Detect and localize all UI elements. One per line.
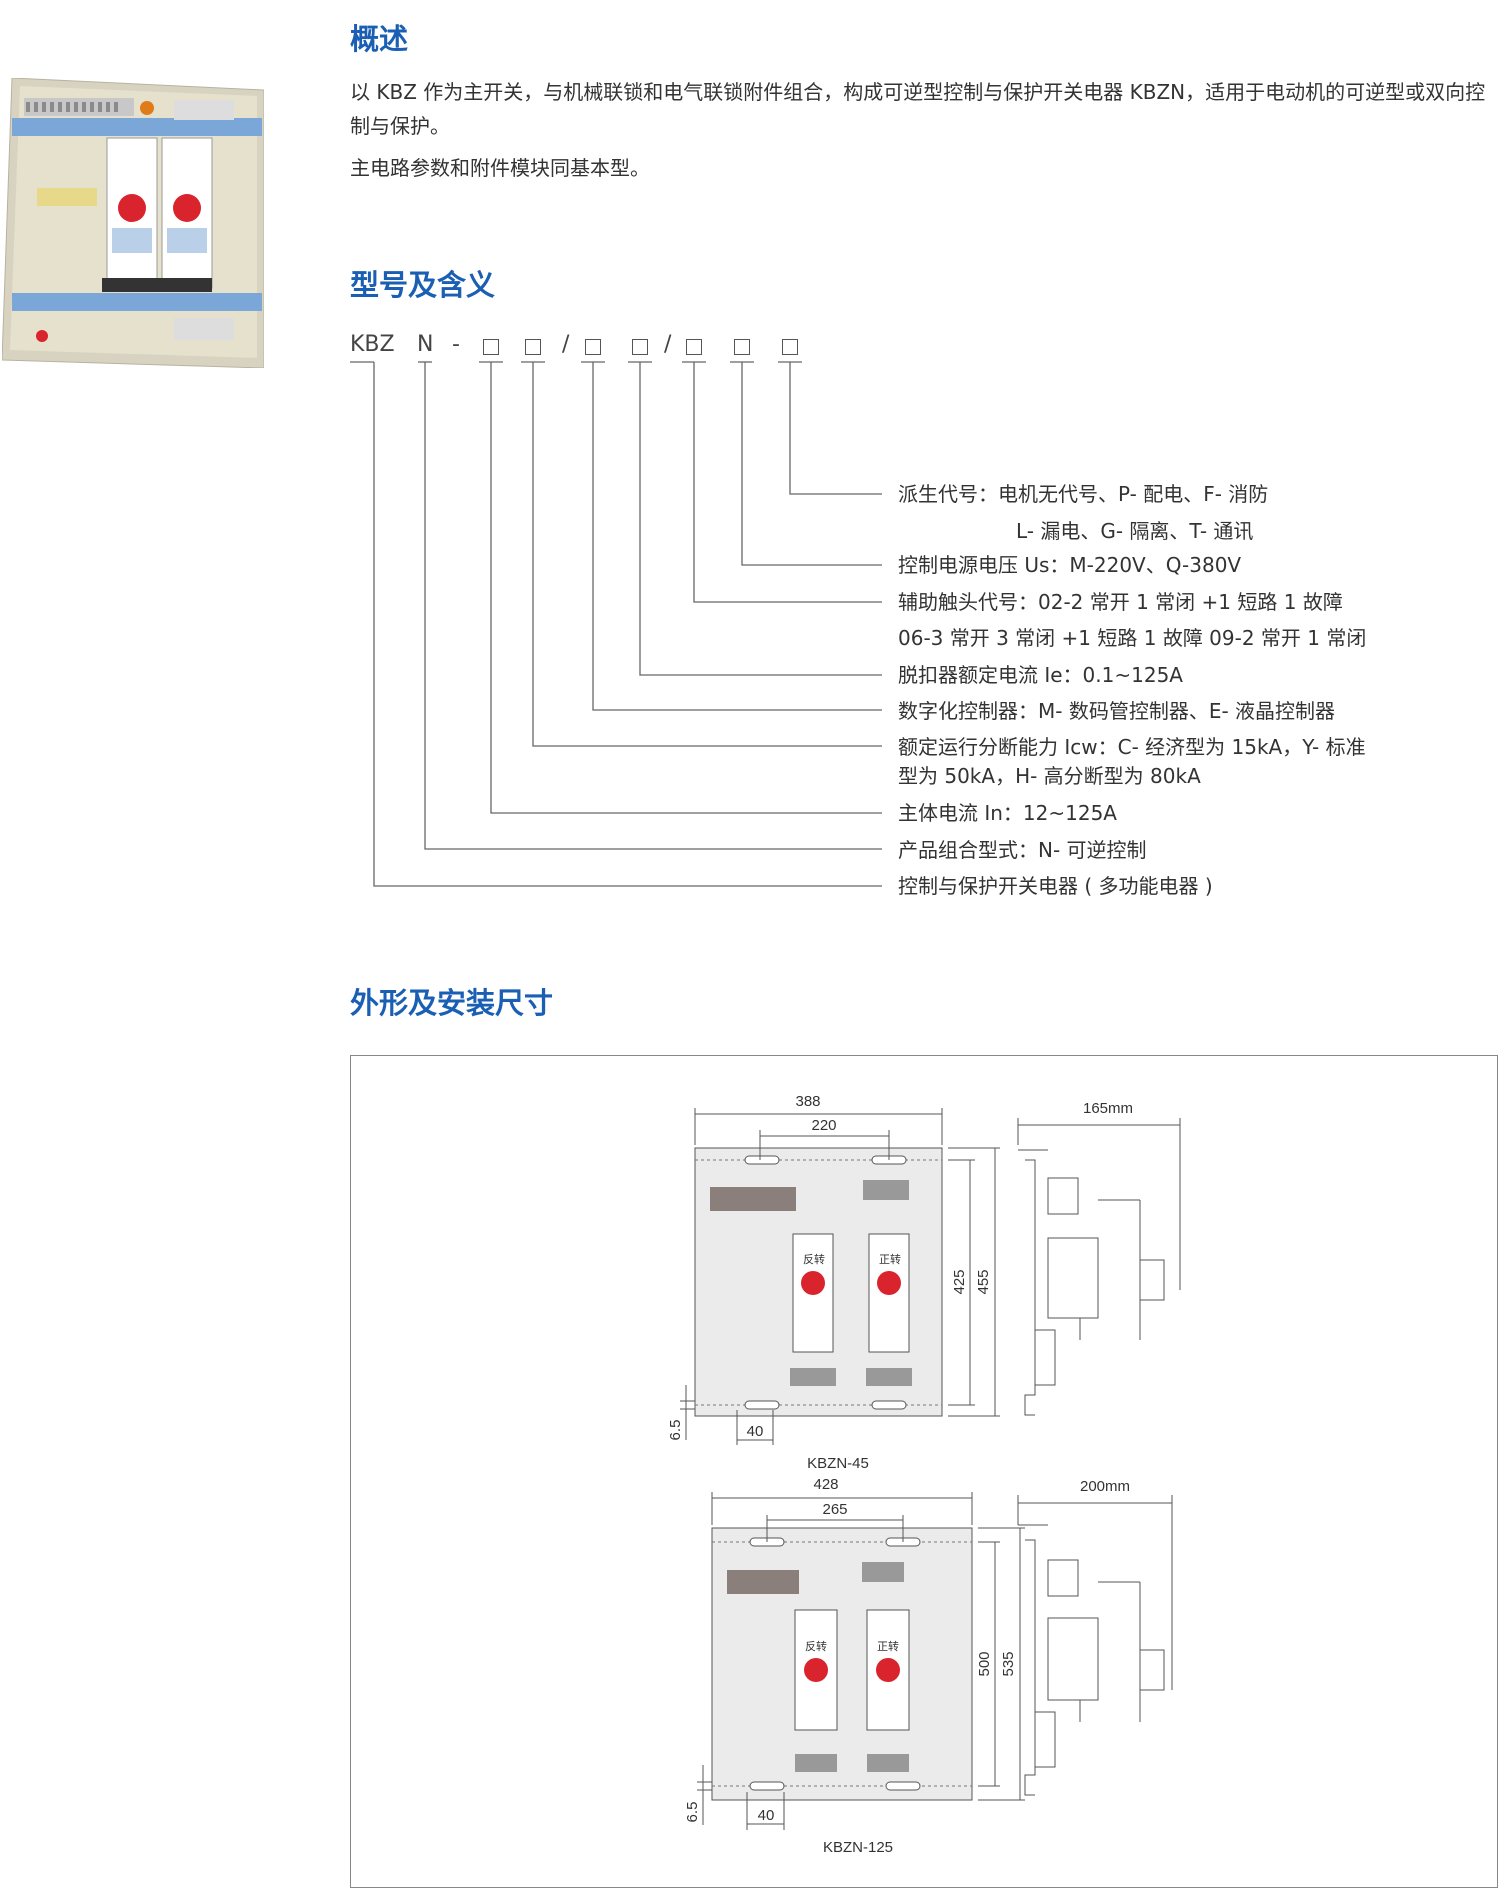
code-box-4 — [632, 339, 648, 355]
desc-combination-type: 产品组合型式：N- 可逆控制 — [898, 838, 1147, 862]
code-slash-1: / — [562, 332, 570, 357]
desc-main-current: 主体电流 In：12~125A — [898, 801, 1117, 825]
desc-derivative-2: L- 漏电、G- 隔离、T- 通讯 — [1016, 519, 1254, 543]
kbzn45-width-outer: 388 — [795, 1093, 820, 1110]
desc-derivative: 派生代号：电机无代号、P- 配电、F- 消防 — [898, 482, 1269, 506]
kbzn45-depth: 165mm — [1083, 1100, 1133, 1117]
kbzn45-forward-label: 正转 — [879, 1252, 901, 1266]
desc-aux-contact: 辅助触头代号：02-2 常开 1 常闭 +1 短路 1 故障 — [898, 590, 1343, 614]
product-photo — [2, 78, 264, 368]
kbzn45-bottom-offset: 40 — [747, 1423, 764, 1440]
dimensions-title: 外形及安装尺寸 — [350, 986, 554, 1020]
kbzn125-height-inner: 500 — [976, 1651, 993, 1676]
desc-product-type: 控制与保护开关电器 ( 多功能电器 ) — [898, 874, 1213, 898]
kbzn45-label: KBZN-45 — [807, 1455, 869, 1472]
code-n: N — [417, 332, 434, 357]
dimension-drawing-frame — [350, 1055, 1498, 1888]
code-slash-2: / — [664, 332, 672, 357]
overview-title: 概述 — [350, 22, 409, 56]
code-dash: - — [452, 332, 460, 357]
code-box-7 — [782, 339, 798, 355]
kbzn125-depth: 200mm — [1080, 1478, 1130, 1495]
kbzn45-side-view — [1017, 1118, 1181, 1416]
kbzn125-label: KBZN-125 — [823, 1839, 893, 1856]
kbzn45-height-inner: 425 — [951, 1269, 968, 1294]
code-box-1 — [483, 339, 499, 355]
kbzn125-hole-size: 6.5 — [684, 1802, 701, 1823]
desc-control-voltage: 控制电源电压 Us：M-220V、Q-380V — [898, 553, 1242, 577]
kbzn125-side-view — [1017, 1495, 1173, 1796]
kbzn125-width-inner: 265 — [822, 1501, 847, 1518]
kbzn45-hole-size: 6.5 — [667, 1420, 684, 1441]
kbzn45-height-outer: 455 — [975, 1269, 992, 1294]
desc-breaking-capacity-2: 型为 50kA，H- 高分断型为 80kA — [898, 764, 1201, 788]
model-code-leader-lines — [350, 361, 882, 887]
code-box-2 — [525, 339, 541, 355]
kbzn45-width-inner: 220 — [811, 1117, 836, 1134]
desc-aux-contact-2: 06-3 常开 3 常闭 +1 短路 1 故障 09-2 常开 1 常闭 — [898, 626, 1367, 650]
code-box-3 — [585, 339, 601, 355]
kbzn125-width-outer: 428 — [813, 1476, 838, 1493]
kbzn125-forward-label: 正转 — [877, 1639, 899, 1653]
model-title: 型号及含义 — [350, 268, 496, 302]
code-kbz: KBZ — [350, 332, 395, 357]
kbzn125-height-outer: 535 — [1000, 1651, 1017, 1676]
code-box-6 — [734, 339, 750, 355]
overview-paragraph-2: 主电路参数和附件模块同基本型。 — [350, 156, 650, 180]
desc-digital-controller: 数字化控制器：M- 数码管控制器、E- 液晶控制器 — [898, 699, 1336, 723]
kbzn45-reverse-label: 反转 — [803, 1252, 825, 1266]
kbzn45-front-view: 反转 正转 388 220 425 455 6.5 40 KBZN-45 — [667, 1093, 1000, 1472]
overview-paragraph-1: 以 KBZ 作为主开关，与机械联锁和电气联锁附件组合，构成可逆型控制与保护开关电… — [350, 80, 1486, 138]
kbzn125-reverse-label: 反转 — [805, 1639, 827, 1653]
desc-breaking-capacity: 额定运行分断能力 Icw：C- 经济型为 15kA，Y- 标准 — [898, 735, 1366, 759]
kbzn125-bottom-offset: 40 — [758, 1807, 775, 1824]
desc-trip-current: 脱扣器额定电流 Ie：0.1~125A — [898, 663, 1183, 687]
kbzn125-front-view: 反转 正转 428 265 500 535 6.5 40 KBZN-125 — [684, 1476, 1025, 1856]
code-box-5 — [686, 339, 702, 355]
